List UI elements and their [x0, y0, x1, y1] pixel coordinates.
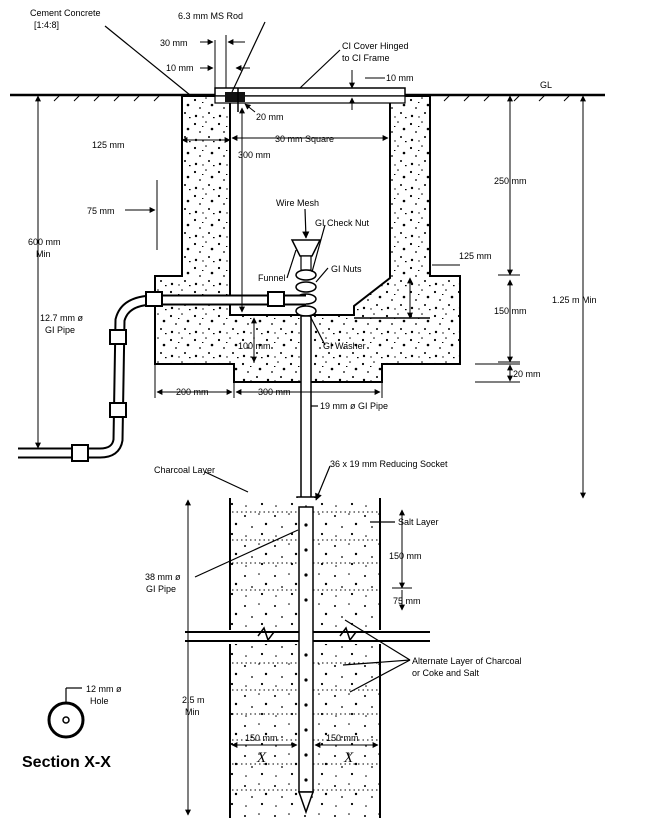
label-200mm: 200 mm [176, 387, 209, 397]
label-gi-washer: GI Washer [323, 341, 366, 351]
label-ci-cover-2: to CI Frame [342, 53, 390, 63]
label-150mm-right: 150 mm [494, 306, 527, 316]
section-xx-symbol [47, 701, 85, 739]
label-salt-layer: Salt Layer [398, 517, 439, 527]
label-30mm-square: 30 mm Square [275, 134, 334, 144]
label-gi-check-nut: GI Check Nut [315, 218, 370, 228]
gi-nut [295, 281, 317, 293]
section-title: Section X-X [22, 754, 111, 771]
ci-cover [214, 35, 406, 112]
label-gi-pipe-127-2: GI Pipe [45, 325, 75, 335]
label-hole-2: Hole [90, 696, 109, 706]
label-ci-cover-1: CI Cover Hinged [342, 41, 409, 51]
pipe-coupling [267, 291, 285, 307]
label-funnel: Funnel [258, 273, 286, 283]
ms-rod-hinge [225, 92, 245, 102]
label-150mm-bottom-left: 150 mm [245, 733, 278, 743]
label-top-10mm: 10 mm [166, 63, 194, 73]
label-alternate-1: Alternate Layer of Charcoal [412, 656, 522, 666]
dimension-lines [35, 39, 586, 816]
label-75mm: 75 mm [87, 206, 115, 216]
label-gi-pipe-19: 19 mm ø GI Pipe [320, 401, 388, 411]
label-300mm-bottom: 300 mm [258, 387, 291, 397]
label-100mm: 100 mm [238, 341, 271, 351]
label-300mm-top: 300 mm [238, 150, 271, 160]
pipe-coupling [109, 402, 127, 418]
pipe-coupling [145, 291, 163, 307]
label-250mm: 250 mm [494, 176, 527, 186]
leader-lines [65, 21, 411, 703]
label-gi-pipe-38-1: 38 mm ø [145, 572, 181, 582]
earth-pit [185, 498, 430, 818]
label-ms-rod: 6.3 mm MS Rod [178, 11, 243, 21]
section-mark-left: X [256, 750, 267, 766]
label-hole-1: 12 mm ø [86, 684, 122, 694]
label-125mm-left: 125 mm [92, 140, 125, 150]
label-mix-ratio: [1:4:8] [34, 20, 59, 30]
label-top-30mm: 30 mm [160, 38, 188, 48]
label-600mm-min: Min [36, 249, 51, 259]
label-75mm-pit: 75 mm [393, 596, 421, 606]
funnel [290, 239, 322, 257]
label-20mm-top: 20 mm [256, 112, 284, 122]
label-cover-10mm: 10 mm [386, 73, 414, 83]
label-125m-min: 1.25 m Min [552, 295, 597, 305]
label-gi-pipe-38-2: GI Pipe [146, 584, 176, 594]
gi-nut [295, 269, 317, 281]
annotations: Cement Concrete [1:4:8] 6.3 mm MS Rod CI… [22, 8, 597, 771]
label-25m-min: Min [185, 707, 200, 717]
label-gl: GL [540, 80, 552, 90]
pipe-coupling [109, 329, 127, 345]
label-125mm-right: 125 mm [459, 251, 492, 261]
gi-nut [295, 305, 317, 317]
label-gi-nuts: GI Nuts [331, 264, 362, 274]
section-mark-right: X [343, 750, 354, 766]
label-150mm-bottom-right: 150 mm [326, 733, 359, 743]
label-20mm-right: 20 mm [513, 369, 541, 379]
label-cement-concrete: Cement Concrete [30, 8, 101, 18]
label-150mm-pit: 150 mm [389, 551, 422, 561]
label-gi-pipe-127-1: 12.7 mm ø [40, 313, 84, 323]
label-reducing-socket: 36 x 19 mm Reducing Socket [330, 459, 448, 469]
label-wire-mesh: Wire Mesh [276, 198, 319, 208]
gi-pipe-outlet [18, 291, 306, 462]
label-25m: 2.5 m [182, 695, 205, 705]
gi-pipe-19 [300, 315, 312, 502]
label-charcoal-layer: Charcoal Layer [154, 465, 215, 475]
label-600mm: 600 mm [28, 237, 61, 247]
label-alternate-2: or Coke and Salt [412, 668, 480, 678]
pipe-coupling [71, 444, 89, 462]
